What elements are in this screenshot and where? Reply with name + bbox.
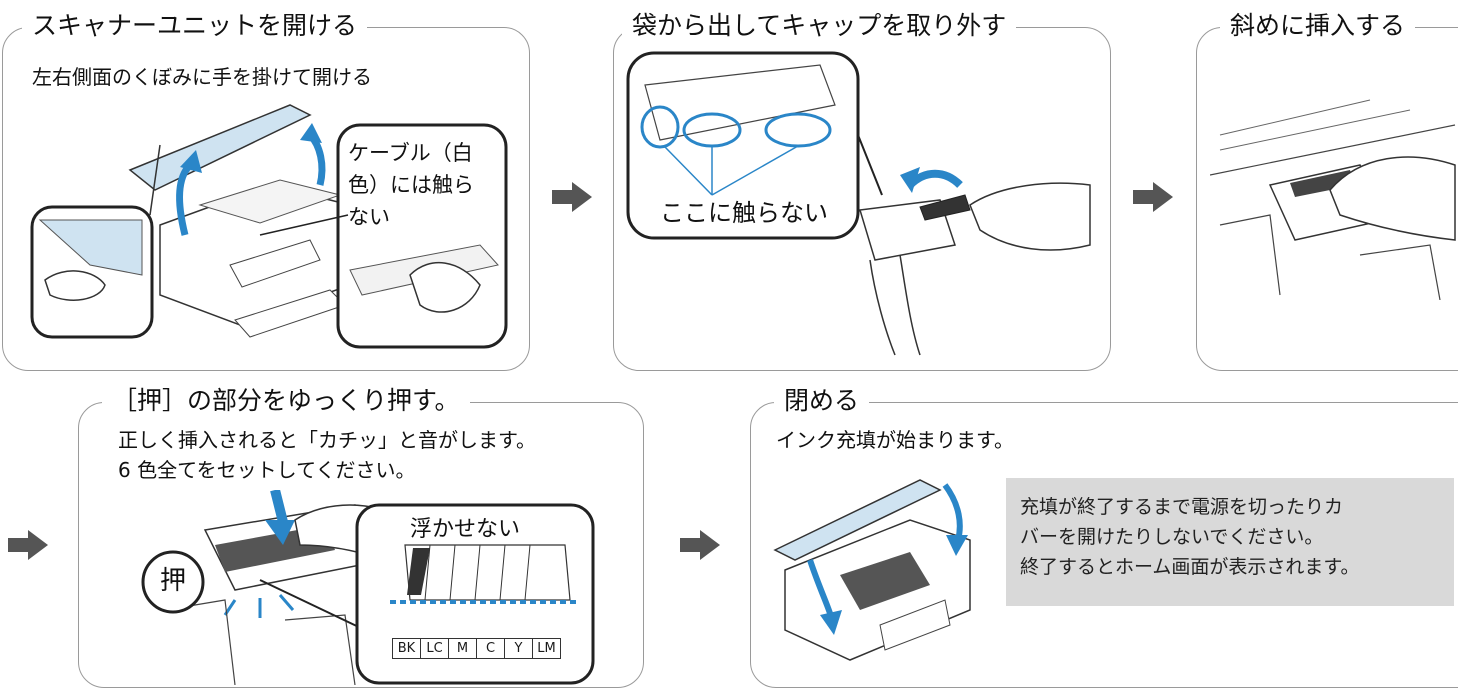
step-title-close: 閉める [774,384,870,418]
ink-label-lm: LM [537,641,556,656]
step-subtitle-open-scanner: 左右側面のくぼみに手を掛けて開ける [32,65,372,89]
ink-label-c: C [477,639,505,658]
step1-callout-line-1: ケーブル（白 [348,141,473,165]
step-title-remove-cap: 袋から出してキャップを取り外す [622,9,1017,43]
insert-cartridge-illustration [1210,99,1456,300]
cartridge-cap-illustration [626,51,1091,356]
ink-label-m: M [449,639,477,658]
step1-callout-line-3: ない [348,205,390,229]
ink-label-bk: BK [393,639,421,658]
note-line-3: 終了するとホーム画面が表示されます。 [1020,556,1360,578]
ink-color-label-row: BK LC M C Y LM [392,638,561,659]
right-arrow-icon [8,530,48,560]
step4-callout: 浮かせない [410,517,521,542]
step5-body: インク充填が始まります。 [776,428,1014,452]
step4-body-line-1: 正しく挿入されると「カチッ」と音がします。 [118,428,536,452]
note-line-2: バーを開けたりしないでください。 [1020,526,1324,548]
step-panel-close [750,402,1458,688]
note-box: 充填が終了するまで電源を切ったりカ バーを開けたりしないでください。 終了すると… [1006,478,1454,606]
ink-label-y: Y [505,639,533,658]
printer-open-illustration [30,104,508,349]
step-title-press: ［押］の部分をゆっくり押す。 [102,384,470,418]
right-arrow-icon [552,182,592,212]
note-line-1: 充填が終了するまで電源を切ったりカ [1020,496,1344,518]
step4-body-line-2: 6 色全てをセットしてください。 [118,458,416,482]
step-title-insert-angle: 斜めに挿入する [1220,9,1416,43]
step1-callout-line-2: 色）には触ら [348,173,474,197]
printer-close-illustration [773,479,971,661]
right-arrow-icon [680,530,720,560]
step2-callout: ここに触らない [660,199,828,227]
right-arrow-icon [1133,182,1173,212]
step-title-open-scanner: スキャナーユニットを開ける [22,9,368,43]
push-label: 押 [160,566,187,596]
ink-label-lc: LC [421,639,449,658]
